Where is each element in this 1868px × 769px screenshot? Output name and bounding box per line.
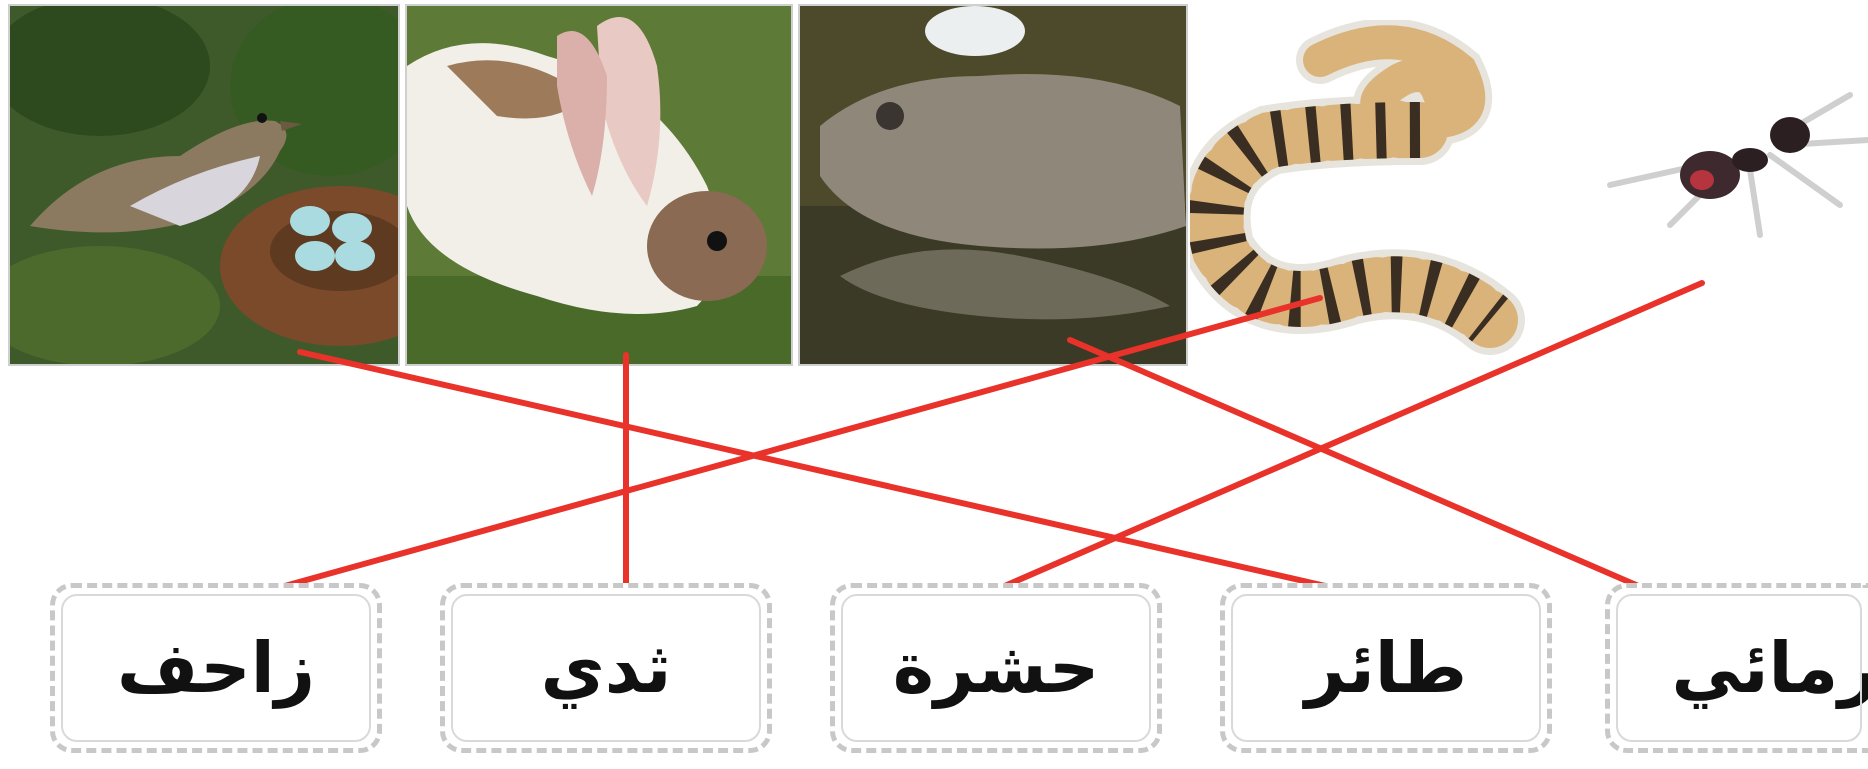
label-bird: طائر [1304,627,1468,709]
label-amphibian: برمائي [1671,627,1868,709]
label-box-insect[interactable]: حشرة [830,583,1162,753]
frog-photo [798,4,1188,366]
label-insect: حشرة [892,627,1100,709]
line-frog-to-amphibian [1067,337,1713,620]
label-box-amphibian[interactable]: برمائي [1605,583,1868,753]
label-box-bird[interactable]: طائر [1220,583,1552,753]
line-bird-to-bird [297,349,1346,593]
label-box-mammal[interactable]: ثدي [440,583,772,753]
label-reptile: زاحف [116,627,316,709]
bird-photo [8,4,400,366]
label-box-reptile[interactable]: زاحف [50,583,382,753]
rabbit-photo [405,4,793,366]
label-mammal: ثدي [540,627,672,709]
ant-image [1600,85,1868,255]
snake-image [1190,20,1550,360]
